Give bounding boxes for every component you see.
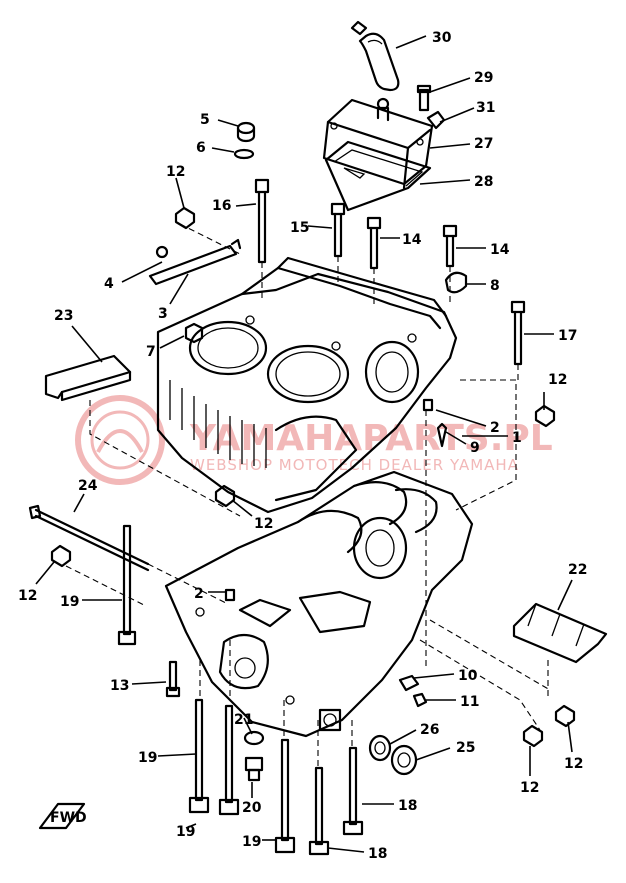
part-bolt-11	[412, 692, 428, 708]
callout-17: 17	[558, 328, 577, 344]
callout-12e: 12	[520, 780, 539, 796]
callout-18b: 18	[368, 846, 387, 862]
part-bolt-14a	[366, 216, 382, 270]
part-breather-gasket	[324, 140, 432, 212]
callout-2a: 2	[490, 420, 500, 436]
callout-9: 9	[470, 440, 480, 456]
part-bolt-18a	[308, 766, 330, 856]
callout-25: 25	[456, 740, 475, 756]
callout-11: 11	[460, 694, 479, 710]
callout-16: 16	[212, 198, 231, 214]
part-upper-crankcase	[156, 256, 458, 514]
callout-12b: 12	[548, 372, 567, 388]
fwd-badge-text: FWD	[50, 810, 87, 826]
callout-23: 23	[54, 308, 73, 324]
part-bolt-10	[398, 674, 420, 692]
part-oring-6	[233, 148, 255, 160]
part-breather-cover	[322, 97, 446, 190]
callout-5: 5	[200, 112, 210, 128]
callout-14b: 14	[490, 242, 510, 258]
callout-12c: 12	[254, 516, 273, 532]
part-dowel-12f	[554, 704, 576, 728]
callout-1: 1	[512, 430, 522, 446]
callout-19d: 19	[242, 834, 261, 850]
part-plate-22	[512, 602, 608, 664]
callout-19b: 19	[138, 750, 157, 766]
callout-13: 13	[110, 678, 129, 694]
callout-20: 20	[242, 800, 262, 816]
part-plate-23	[44, 354, 132, 402]
watermark-logo	[75, 395, 165, 485]
part-bolt-15	[330, 202, 346, 258]
watermark: YAMAHAPARTS.PL WEBSHOP MOTOTECH DEALER Y…	[75, 395, 553, 485]
callout-24: 24	[78, 478, 98, 494]
callout-18a: 18	[398, 798, 417, 814]
part-bolt-19d	[274, 738, 296, 854]
part-plug-5	[236, 121, 256, 143]
part-pin-2a	[422, 398, 434, 412]
part-bolt-17	[510, 300, 526, 366]
leader-lines	[35, 35, 573, 853]
callout-12a: 12	[166, 164, 185, 180]
part-bolt-19a	[117, 524, 137, 646]
callout-3: 3	[158, 306, 168, 322]
callout-22: 22	[568, 562, 587, 578]
callout-29: 29	[474, 70, 493, 86]
callout-21: 21	[234, 712, 253, 728]
callout-6: 6	[196, 140, 206, 156]
fwd-badge: FWD	[38, 802, 87, 830]
part-oring-26	[368, 734, 392, 762]
callout-28: 28	[474, 174, 493, 190]
callout-30: 30	[432, 30, 452, 46]
part-pin-2b	[224, 588, 236, 602]
callouts: 30 29 31 27 28 5 6 12 16 15 14 14 4 3 8 …	[18, 30, 587, 862]
part-lower-crankcase	[164, 470, 474, 738]
callout-4: 4	[104, 276, 114, 292]
part-breather-hose	[350, 20, 400, 92]
part-nut-7	[184, 322, 204, 344]
callout-12f: 12	[564, 756, 583, 772]
part-bracket-3	[148, 238, 242, 286]
callout-15: 15	[290, 220, 309, 236]
part-bolt-16	[254, 178, 270, 264]
callout-19a: 19	[60, 594, 79, 610]
callout-8: 8	[490, 278, 500, 294]
part-dowel-12e	[522, 724, 544, 748]
callout-26: 26	[420, 722, 439, 738]
callout-2b: 2	[194, 586, 204, 602]
part-bolt-14b	[442, 224, 458, 268]
part-pin-9	[436, 422, 448, 448]
callout-31: 31	[476, 100, 495, 116]
part-bolt-19c	[218, 704, 240, 816]
part-screw-29	[416, 84, 432, 112]
callout-14a: 14	[402, 232, 422, 248]
part-washer-21	[243, 730, 265, 746]
callout-27: 27	[474, 136, 493, 152]
callout-7: 7	[146, 344, 156, 360]
part-bolt-19b	[188, 698, 210, 814]
part-bolt-18b	[342, 746, 364, 836]
callout-10: 10	[458, 668, 478, 684]
part-clip-8	[444, 271, 468, 294]
part-dowel-12c	[214, 484, 236, 508]
part-cover-25	[390, 744, 418, 776]
callout-12d: 12	[18, 588, 37, 604]
part-dowel-12d	[50, 544, 72, 568]
callout-19c: 19	[176, 824, 195, 840]
part-bolt-13	[165, 660, 181, 698]
assembly-lines	[65, 223, 551, 768]
part-drain-plug-20	[244, 756, 264, 782]
part-dowel-12a	[174, 206, 196, 230]
